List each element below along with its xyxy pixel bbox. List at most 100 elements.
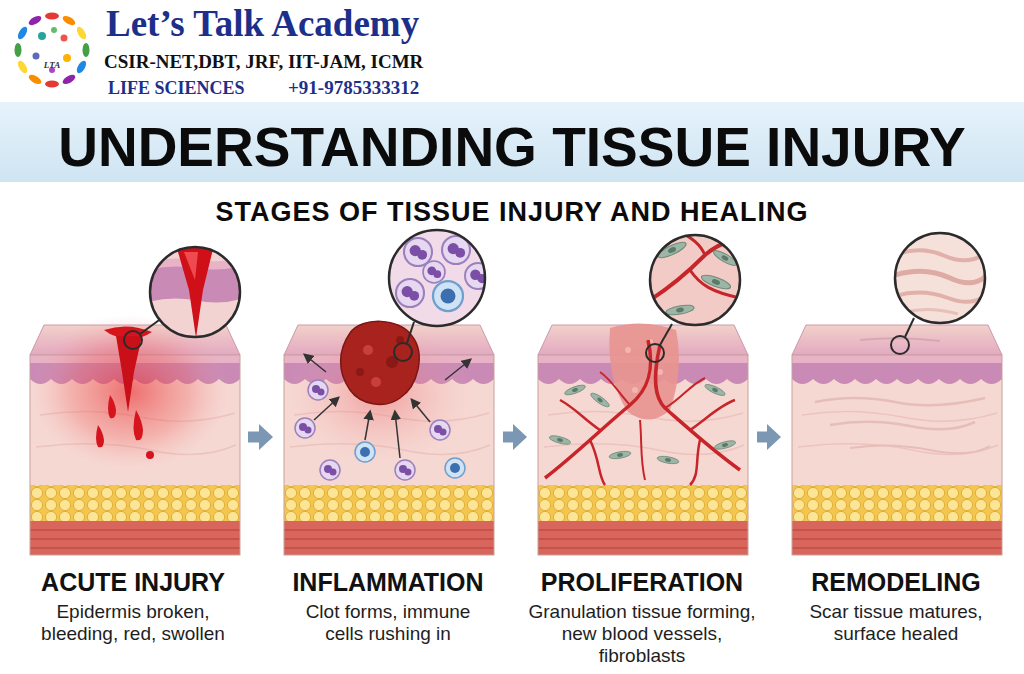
proliferation-illustration: [646, 344, 664, 362]
proliferation-illustration: [625, 347, 631, 353]
inflammation-illustration: [445, 458, 465, 478]
proliferation-illustration: [700, 273, 732, 292]
stage-heading: REMODELING: [785, 568, 1007, 596]
proliferation-illustration: [600, 372, 705, 480]
academy-logo: [15, 43, 22, 57]
proliferation-illustration: [704, 382, 727, 397]
inflammation-illustration: [412, 400, 430, 422]
academy-logo: [61, 14, 77, 27]
stage-heading: INFLAMMATION: [277, 568, 499, 596]
inflammation-illustration: [295, 418, 315, 438]
acute-injury-illustration: [150, 247, 240, 337]
stage-description: Epidermis broken, bleeding, red, swollen: [33, 601, 233, 645]
proliferation-illustration: [609, 450, 632, 460]
acute-injury-illustration: [96, 425, 104, 447]
proliferation-illustration: [680, 232, 740, 298]
proliferation-illustration: [665, 303, 695, 316]
academy-logo: [15, 13, 90, 88]
acute-injury-illustration: [176, 245, 214, 338]
stage-panel: INFLAMMATION Clot forms, immune cells rus…: [277, 308, 499, 668]
proliferation-illustration: [632, 387, 638, 393]
inflammation-illustration: [396, 279, 424, 307]
academy-logo: [63, 54, 71, 62]
acute-injury-illustration: [124, 331, 142, 349]
inflammation-illustration: [371, 377, 381, 387]
acute-injury-illustration: [184, 252, 198, 280]
stage-description: Scar tissue matures, surface healed: [799, 601, 994, 645]
proliferation-illustration: [545, 340, 651, 478]
remodeling-illustration: [895, 271, 990, 283]
remodeling-illustration: [815, 398, 985, 405]
inflammation-illustration: [394, 343, 412, 361]
academy-logo: [45, 13, 59, 20]
subtitle: STAGES OF TISSUE INJURY AND HEALING: [0, 196, 1024, 228]
academy-logo: [45, 81, 59, 88]
flow-arrow: [503, 432, 513, 443]
proliferation-illustration: [714, 439, 737, 451]
inflammation-illustration: [314, 398, 338, 420]
proliferation-illustration: [564, 383, 587, 397]
inflammation-illustration: [433, 281, 463, 311]
proliferation-illustration: [660, 324, 672, 345]
proliferation-illustration: [560, 400, 735, 485]
remodeling-illustration: [850, 445, 990, 453]
acute-injury-illustration: [134, 410, 144, 440]
inflammation-illustration: [365, 412, 370, 440]
academy-logo: [83, 43, 90, 57]
inflammation-illustration: [423, 261, 445, 283]
proliferation-illustration: [549, 434, 572, 446]
inflammation-illustration: [341, 321, 420, 404]
inflammation-illustration: [320, 460, 340, 480]
academy-logo: [27, 14, 43, 27]
proliferation-illustration: [589, 391, 611, 409]
acute-injury-illustration: [108, 395, 116, 418]
academy-logo: [16, 59, 29, 75]
remodeling-illustration: [893, 231, 990, 325]
inflammation-illustration: [284, 228, 494, 555]
remodeling-illustration: [860, 338, 940, 341]
inflammation-illustration: [404, 238, 432, 266]
proliferation-illustration: [700, 273, 732, 292]
inflammation-illustration: [395, 460, 415, 480]
title-band: [0, 102, 1024, 182]
stage-description: Clot forms, immune cells rushing in: [296, 601, 481, 645]
stage-panel: PROLIFERATIONGranulation tissue forming,…: [531, 308, 753, 668]
inflammation-illustration: [404, 238, 432, 266]
inflammation-illustration: [355, 442, 375, 462]
inflammation-illustration: [395, 412, 400, 458]
proliferation-illustration: [657, 369, 663, 375]
stage-panel: REMODELING Scar tissue matures, surface h…: [785, 308, 1007, 668]
acute-injury-illustration: [146, 451, 154, 459]
inflammation-illustration: [396, 279, 424, 307]
remodeling-illustration: [895, 233, 985, 323]
inflammation-illustration: [356, 368, 364, 376]
logo-monogram: LTA: [32, 60, 72, 71]
academy-logo: [61, 73, 77, 86]
academy-logo: [75, 25, 88, 41]
inflammation-illustration: [465, 263, 491, 289]
academy-logo: [75, 59, 88, 75]
stage-description: Granulation tissue forming, new blood ve…: [522, 601, 762, 667]
acute-injury-illustration: [30, 245, 244, 555]
main-title: UNDERSTANDING TISSUE INJURY: [0, 116, 1024, 178]
academy-logo: [27, 73, 43, 86]
subject-name: LIFE SCIENCES: [108, 77, 283, 99]
proliferation-illustration: [650, 236, 742, 300]
inflammation-illustration: [284, 325, 494, 555]
stage-heading: PROLIFERATION: [531, 568, 753, 596]
remodeling-illustration: [792, 231, 1002, 555]
inflammation-illustration: [389, 230, 485, 326]
inflammation-illustration: [445, 360, 470, 380]
phone-number: +91-9785333312: [288, 76, 488, 99]
proliferation-illustration: [648, 233, 742, 327]
remodeling-illustration: [891, 336, 909, 354]
flow-arrow: [757, 432, 767, 443]
inflammation-illustration: [305, 355, 326, 372]
academy-logo: [38, 32, 46, 40]
inflammation-illustration: [407, 322, 414, 343]
proliferation-illustration: [648, 232, 742, 327]
remodeling-illustration: [830, 422, 975, 429]
proliferation-illustration: [657, 455, 680, 465]
acute-injury-illustration: [148, 245, 244, 341]
